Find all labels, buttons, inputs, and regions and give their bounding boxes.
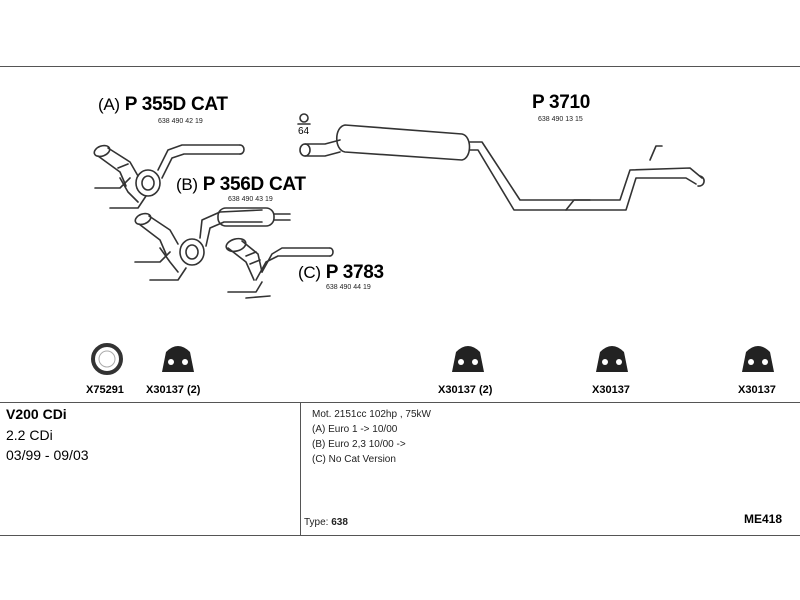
type-value: 638: [331, 517, 348, 528]
part-b-name: P 356D CAT: [202, 174, 306, 195]
rubber-mount-icon: [452, 346, 484, 372]
rubber-mount-icon: [742, 346, 774, 372]
spec-line-c: (C) No Cat Version: [312, 454, 396, 465]
fitting-code: X75291: [86, 384, 124, 396]
fitting-code: X30137: [592, 384, 630, 396]
part-c-title: (C) P 3783: [298, 262, 384, 284]
rubber-mount-icon: [596, 346, 628, 372]
spec-line-b: (B) Euro 2,3 10/00 ->: [312, 439, 406, 450]
part-a-drawing: [93, 144, 245, 209]
part-a-name: P 355D CAT: [124, 94, 228, 115]
fitting-code: X30137 (2): [438, 384, 493, 396]
part-b-letter: (B): [176, 175, 198, 194]
part-c-drawing: [225, 237, 334, 299]
vehicle-engine: 2.2 CDi: [6, 427, 53, 443]
vehicle-years: 03/99 - 09/03: [6, 447, 89, 463]
type-label: Type:: [304, 517, 329, 528]
part-b-number: 638 490 43 19: [228, 196, 273, 203]
divider-horizontal: [0, 402, 800, 403]
part-c-letter: (C): [298, 263, 321, 282]
part-b-title: (B) P 356D CAT: [176, 174, 306, 196]
reference-code: ME418: [744, 512, 783, 526]
rear-silencer-drawing: [299, 124, 705, 211]
clamp-drawing: [297, 113, 311, 125]
part-a-title: (A) P 355D CAT: [98, 94, 228, 116]
part-a-number: 638 490 42 19: [158, 118, 203, 125]
clamp-number: 64: [298, 126, 310, 137]
rear-silencer-number: 638 490 13 15: [538, 116, 583, 123]
rear-silencer-name: P 3710: [532, 92, 591, 113]
type-field: Type: 638: [304, 516, 348, 529]
rubber-mount-icon: [162, 346, 194, 372]
diagram-frame: [0, 66, 800, 536]
part-a-letter: (A): [98, 95, 120, 114]
vehicle-model: V200 CDi: [6, 406, 67, 422]
fitting-code: X30137: [738, 384, 776, 396]
part-b-drawing: [134, 207, 291, 281]
spec-motor: Mot. 2151cc 102hp , 75kW: [312, 409, 431, 420]
part-c-number: 638 490 44 19: [326, 284, 371, 291]
spec-line-a: (A) Euro 1 -> 10/00: [312, 424, 398, 435]
ring-icon: [91, 343, 123, 375]
fitting-code: X30137 (2): [146, 384, 201, 396]
divider-vertical: [300, 402, 301, 535]
part-c-name: P 3783: [325, 262, 384, 283]
